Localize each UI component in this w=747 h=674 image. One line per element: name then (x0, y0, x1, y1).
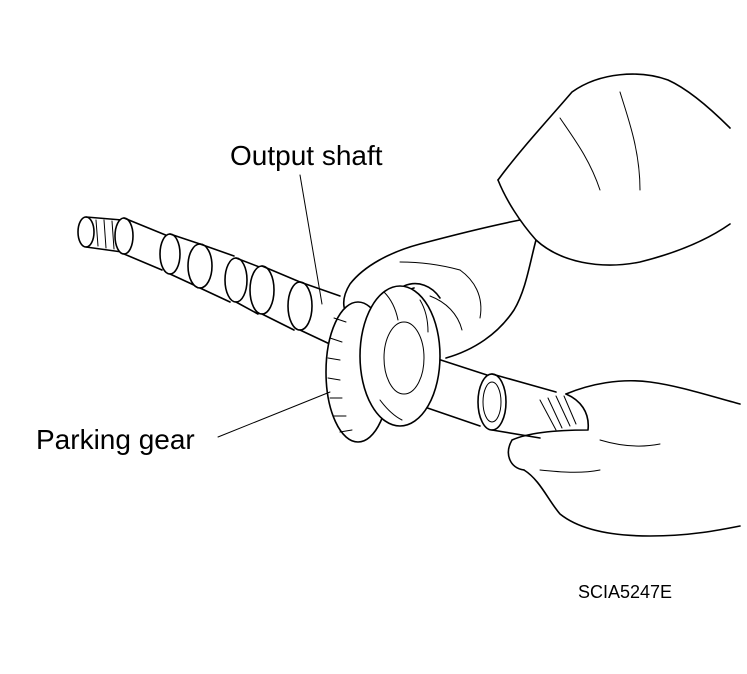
output-shaft-label: Output shaft (230, 140, 383, 171)
upper-sleeve (497, 73, 731, 266)
parking-gear-drawing (325, 282, 441, 443)
parking-gear-label: Parking gear (36, 424, 195, 455)
output-shaft-leader (299, 174, 323, 305)
lower-hand (507, 379, 741, 537)
figure-code: SCIA5247E (578, 582, 673, 602)
parking-gear-leader (217, 391, 331, 438)
output-shaft-drawing (77, 216, 577, 439)
leader-lines (217, 174, 331, 438)
